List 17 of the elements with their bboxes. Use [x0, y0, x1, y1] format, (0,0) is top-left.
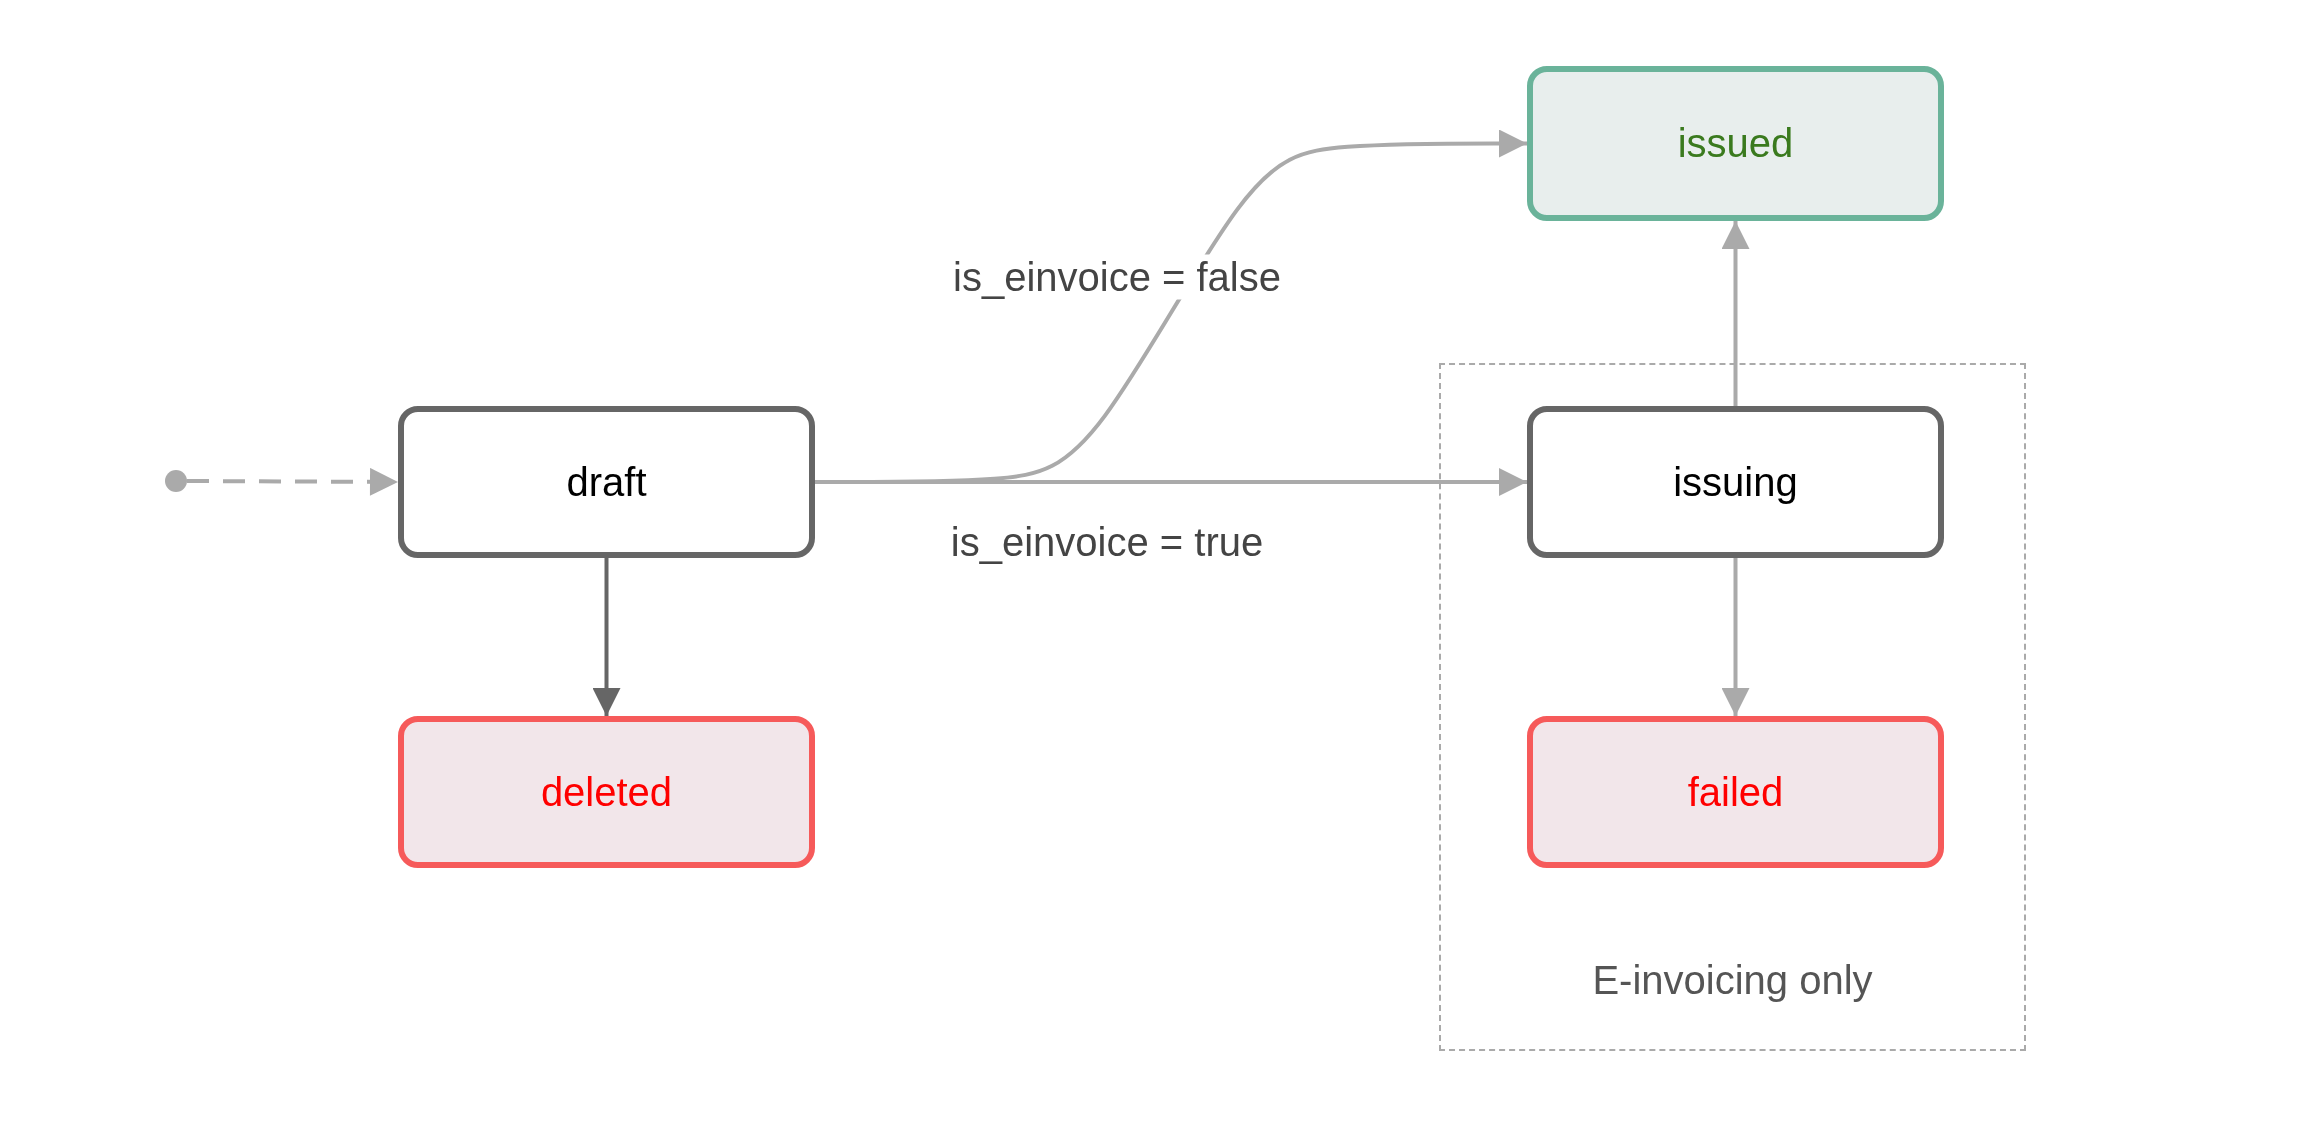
arrow: [1721, 558, 1750, 716]
start-dot: [165, 470, 187, 492]
group-label: E-invoicing only: [1592, 958, 1873, 1003]
arrow: [187, 467, 398, 496]
arrow: [1721, 221, 1750, 406]
state-label: issuing: [1673, 459, 1798, 505]
state-label: deleted: [540, 769, 673, 815]
state-label: failed: [1687, 769, 1784, 815]
arrow: [592, 558, 621, 716]
state-box: [398, 406, 815, 558]
state-box: [1527, 406, 1944, 558]
group-frame: [1439, 363, 2026, 1051]
state-label: issued: [1677, 121, 1794, 166]
state-label: draft: [566, 459, 647, 505]
state-box: [1527, 716, 1944, 868]
state-box: [1527, 66, 1944, 221]
state-box: [398, 716, 815, 868]
